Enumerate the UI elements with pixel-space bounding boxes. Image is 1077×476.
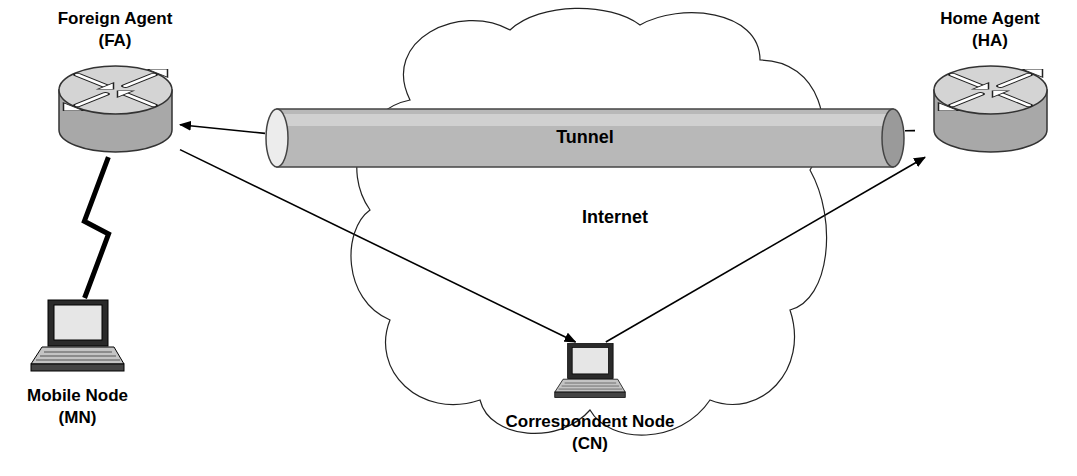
device-node: Mobile Node (MN)	[10, 298, 145, 429]
node-label: Home Agent (HA)	[928, 8, 1053, 52]
drawing-part	[63, 103, 83, 111]
drawing-part	[77, 75, 153, 105]
drawing-part	[266, 109, 288, 167]
drawing-part	[147, 69, 167, 77]
drawing-part	[952, 75, 980, 86]
router-icon	[933, 62, 1048, 157]
drawing-part	[992, 91, 1008, 97]
arrow-connector	[905, 130, 915, 132]
drawing-part	[117, 91, 133, 97]
device-node: Home Agent (HA)	[915, 8, 1065, 157]
icon-holder	[554, 342, 626, 399]
drawing-part	[277, 114, 893, 126]
node-label: Tunnel	[556, 126, 614, 149]
drawing-part	[63, 69, 167, 111]
drawing-part	[59, 66, 172, 114]
drawing-part	[562, 386, 620, 387]
drawing-part	[1022, 69, 1042, 77]
drawing-part	[938, 69, 1042, 111]
drawing-part	[952, 94, 980, 105]
drawing-part	[972, 83, 988, 89]
drawing-part	[125, 94, 153, 105]
drawing-part	[77, 75, 105, 86]
arrow-connector	[180, 125, 265, 134]
drawing-part	[559, 383, 623, 389]
drawing-part	[938, 103, 958, 111]
drawing-part	[54, 305, 102, 340]
drawing-part	[77, 94, 105, 105]
drawing-part	[48, 300, 108, 346]
arrow-connector	[606, 157, 925, 342]
drawing-part	[572, 347, 608, 374]
laptop-icon	[554, 342, 626, 399]
wireless-link	[84, 157, 108, 298]
drawing-part	[952, 75, 980, 86]
drawing-part	[36, 352, 120, 360]
drawing-part	[882, 109, 904, 167]
node-label: Internet	[582, 206, 648, 229]
node-label: Mobile Node (MN)	[18, 385, 138, 429]
drawing-part	[277, 109, 893, 167]
drawing-part	[555, 379, 625, 392]
drawing-part	[63, 69, 167, 111]
drawing-part	[44, 352, 112, 353]
drawing-part	[125, 75, 153, 86]
drawing-part	[952, 75, 1028, 105]
drawing-part	[1000, 75, 1028, 86]
icon-holder	[30, 298, 125, 373]
drawing-part	[1000, 94, 1028, 105]
icon-holder	[58, 62, 173, 157]
drawing-part	[125, 94, 153, 105]
drawing-part	[952, 75, 1028, 105]
drawing-part	[351, 8, 827, 435]
drawing-part	[40, 356, 116, 357]
tunnel-node: Tunnel	[265, 108, 905, 168]
drawing-part	[125, 75, 153, 86]
drawing-part	[568, 344, 613, 379]
drawing-part	[934, 66, 1047, 114]
device-node: Foreign Agent (FA)	[50, 8, 180, 157]
drawing-part	[77, 75, 153, 105]
drawing-part	[1000, 75, 1028, 86]
icon-holder	[933, 62, 1048, 157]
drawing-part	[555, 392, 625, 397]
node-label: Correspondent Node (CN)	[503, 411, 678, 455]
laptop-icon	[30, 298, 125, 373]
drawing-part	[1000, 94, 1028, 105]
drawing-part	[77, 75, 105, 86]
drawing-part	[952, 94, 980, 105]
node-label: Foreign Agent (FA)	[50, 8, 180, 52]
drawing-part	[938, 69, 1042, 111]
drawing-part	[77, 94, 105, 105]
drawing-part	[559, 389, 623, 390]
drawing-part	[31, 347, 124, 364]
router-icon	[58, 62, 173, 157]
drawing-part	[31, 364, 124, 371]
device-node: Correspondent Node (CN)	[500, 342, 680, 455]
drawing-part	[36, 360, 120, 361]
drawing-part	[565, 383, 617, 384]
drawing-part	[97, 83, 113, 89]
